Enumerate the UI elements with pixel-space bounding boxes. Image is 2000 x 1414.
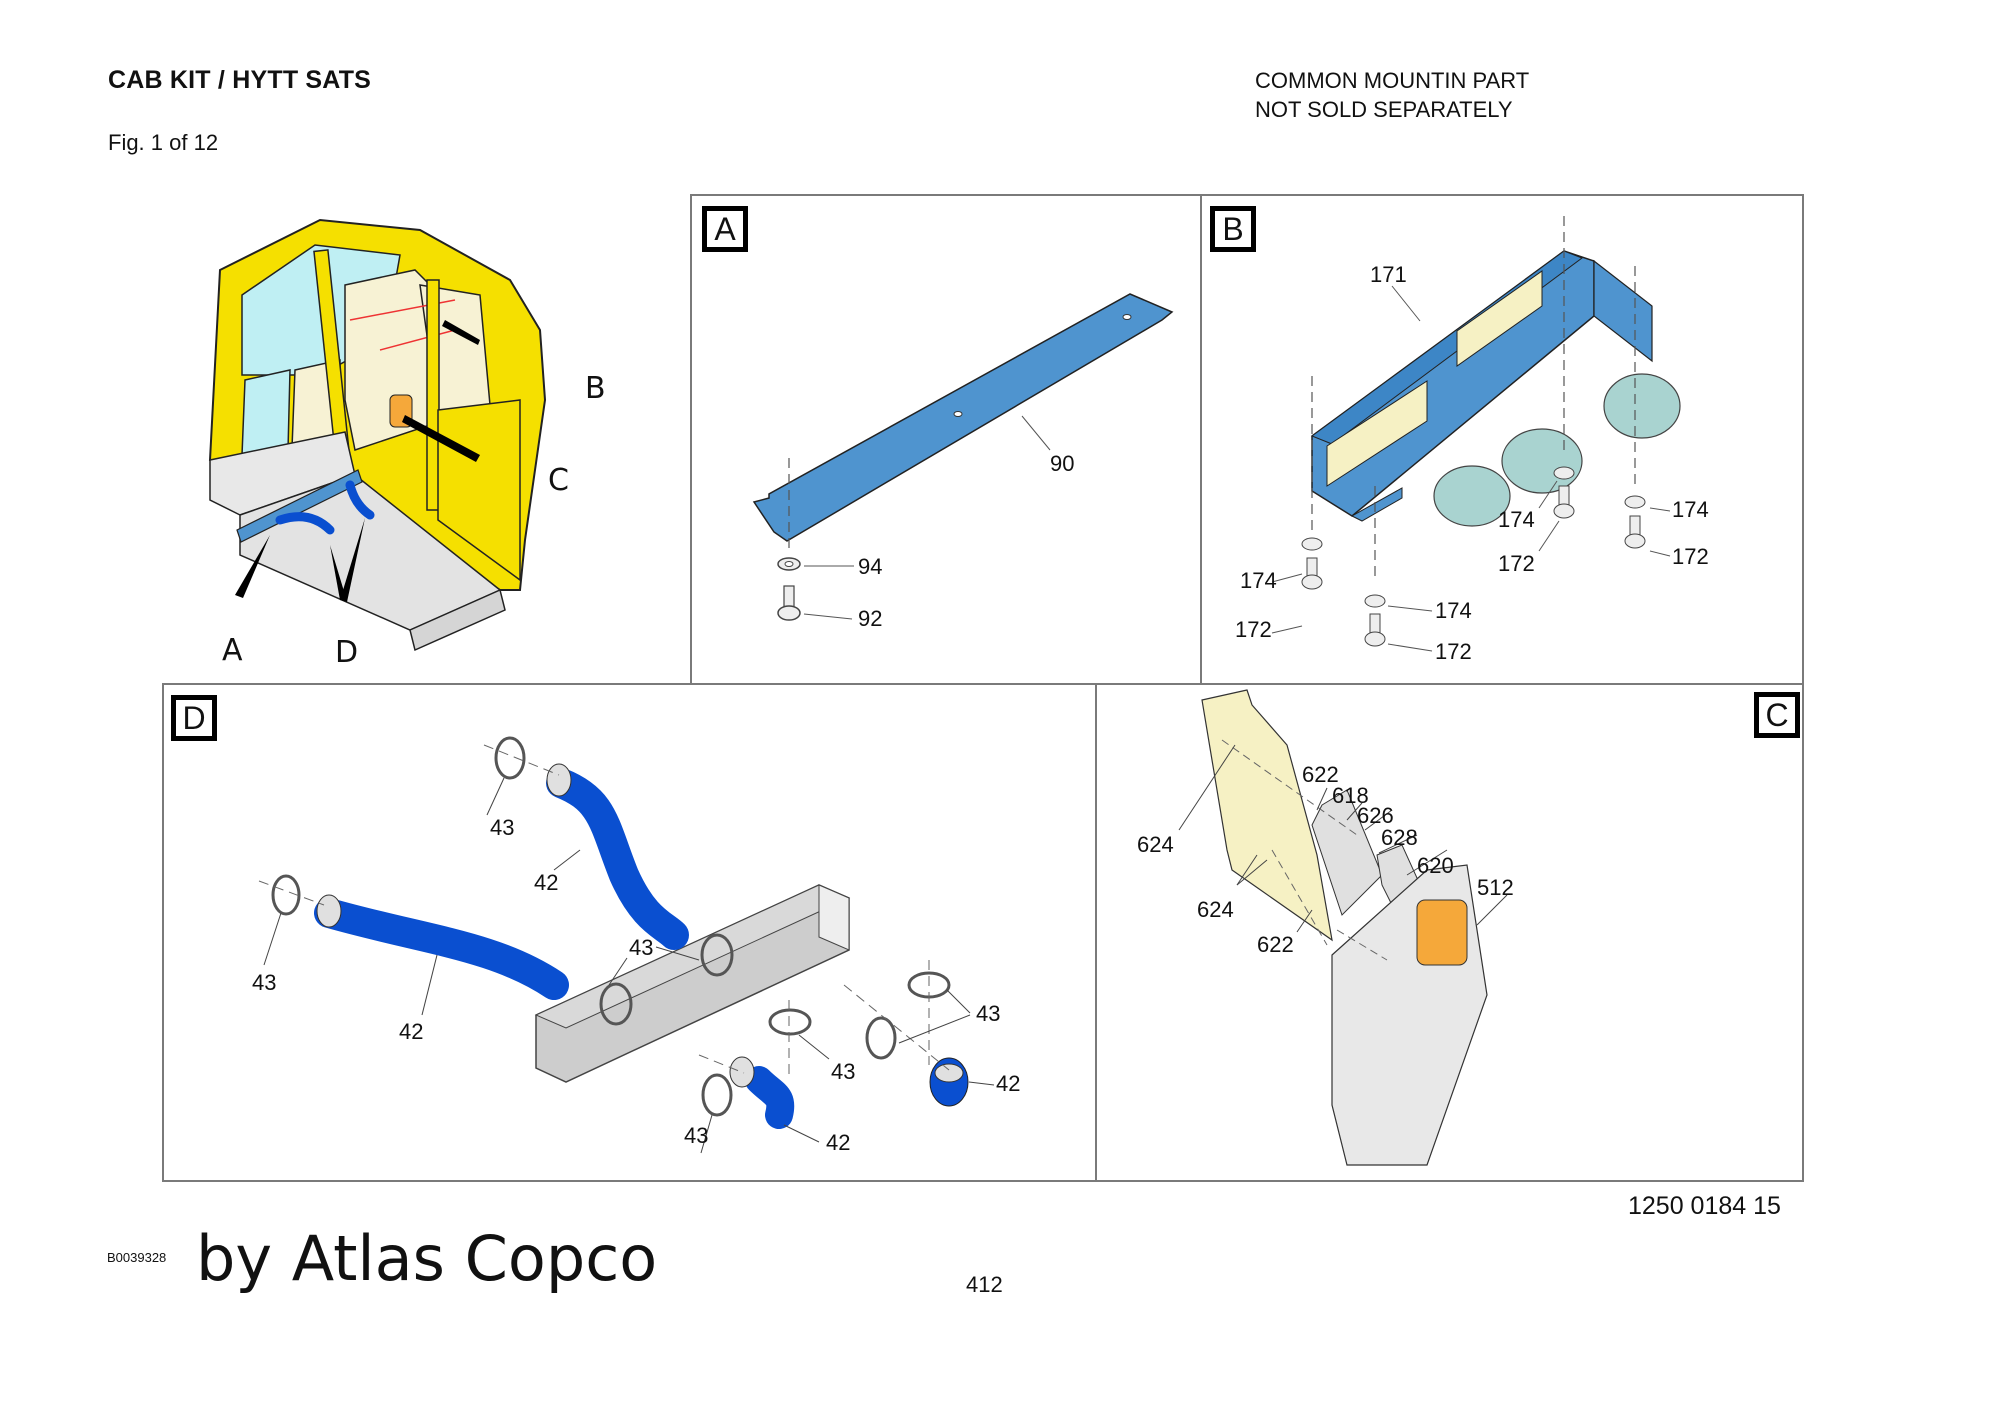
- hose-clamps: [271, 736, 951, 1117]
- callout-wedge-b: [442, 320, 480, 345]
- callout-d: D: [335, 635, 358, 670]
- callout-wedge-a: [235, 535, 270, 598]
- panel-a: A 90 94 92: [690, 194, 1202, 685]
- panel-b: B 171: [1200, 194, 1804, 685]
- figure-number: Fig. 1 of 12: [108, 130, 219, 155]
- brand-text: by Atlas Copco: [196, 1222, 658, 1295]
- panel-c-drawing: 622 618 626 628 620 512 624 624 622: [1137, 689, 1514, 1166]
- part-label: 174: [1240, 568, 1277, 593]
- part-label: 43: [684, 1123, 708, 1148]
- document-number: 1250 0184 15: [1628, 1192, 1781, 1220]
- cab-overview-drawing: B C A D: [208, 218, 606, 670]
- part-label: 42: [534, 870, 558, 895]
- hose-42: [314, 898, 569, 1000]
- callout-c: C: [548, 463, 569, 498]
- note-line-1: COMMON MOUNTIN PART: [1255, 68, 1530, 93]
- note-line-2: NOT SOLD SEPARATELY: [1255, 97, 1513, 122]
- cover-plate: [1416, 899, 1468, 966]
- part-label: 42: [399, 1019, 423, 1044]
- part-label: 43: [976, 1001, 1000, 1026]
- drawing-id: B0039328: [107, 1250, 167, 1265]
- panel-a-drawing: 90 94 92: [752, 293, 1174, 631]
- part-label: 620: [1417, 853, 1454, 878]
- plate-618: [1311, 789, 1383, 916]
- callout-wedge-d2: [340, 518, 365, 602]
- part-label: 622: [1302, 762, 1339, 787]
- panel-d-tag: D: [171, 695, 217, 741]
- part-label: 172: [1672, 544, 1709, 569]
- panel-c-tag: C: [1754, 692, 1800, 738]
- panel-d: D: [162, 683, 1097, 1182]
- assembly-axes: [258, 744, 950, 1080]
- part-label: 626: [1357, 803, 1394, 828]
- part-label: 622: [1257, 932, 1294, 957]
- mounting-plate: [1201, 689, 1333, 942]
- page-number: 412: [966, 1272, 1003, 1297]
- page-title: CAB KIT / HYTT SATS: [108, 66, 372, 94]
- part-label: 43: [252, 970, 276, 995]
- part-label: 43: [490, 815, 514, 840]
- callout-a: A: [222, 633, 243, 668]
- part-label: 90: [1050, 451, 1074, 476]
- part-label: 174: [1498, 507, 1535, 532]
- cab-floor: [209, 431, 506, 652]
- part-label: 628: [1381, 825, 1418, 850]
- part-label: 94: [858, 554, 882, 579]
- panel-b-tag: B: [1210, 206, 1256, 252]
- part-label: 174: [1435, 598, 1472, 623]
- mounting-note: COMMON MOUNTIN PART NOT SOLD SEPARATELY: [1255, 66, 1529, 124]
- panel-d-drawing: 43 42 43 42 43 43 43 42 43 42: [252, 736, 1020, 1155]
- part-label: 174: [1672, 497, 1709, 522]
- part-label: 171: [1370, 262, 1407, 287]
- part-label: 42: [996, 1071, 1020, 1096]
- fastener-set: [1301, 216, 1646, 647]
- part-label: 624: [1137, 832, 1174, 857]
- part-label: 43: [629, 935, 653, 960]
- part-label: 42: [826, 1130, 850, 1155]
- elbow-hose-42: [745, 1066, 795, 1129]
- part-label: 172: [1435, 639, 1472, 664]
- panel-a-tag: A: [702, 206, 748, 252]
- heater-unit-171: [1310, 250, 1681, 527]
- part-label: 618: [1332, 783, 1369, 808]
- bracket-90: [752, 293, 1174, 542]
- callout-b: B: [585, 371, 606, 406]
- part-label: 172: [1235, 617, 1272, 642]
- hose-42: [546, 768, 689, 950]
- leader-lines: [1178, 744, 1508, 933]
- callout-wedge-c: [402, 415, 480, 462]
- cab-body: [208, 218, 547, 591]
- panel-b-drawing: 171 174 172 174 1: [1235, 216, 1709, 664]
- part-label: 172: [1498, 551, 1535, 576]
- panel-c: C 622 618 626 628 620 512 624: [1095, 683, 1804, 1182]
- assembly-axes: [1221, 739, 1388, 961]
- callout-wedge-d1: [330, 545, 346, 600]
- leader-lines: [263, 777, 995, 1154]
- part-label: 92: [858, 606, 882, 631]
- part-label: 512: [1477, 875, 1514, 900]
- part-label: 43: [831, 1059, 855, 1084]
- part-label: 624: [1197, 897, 1234, 922]
